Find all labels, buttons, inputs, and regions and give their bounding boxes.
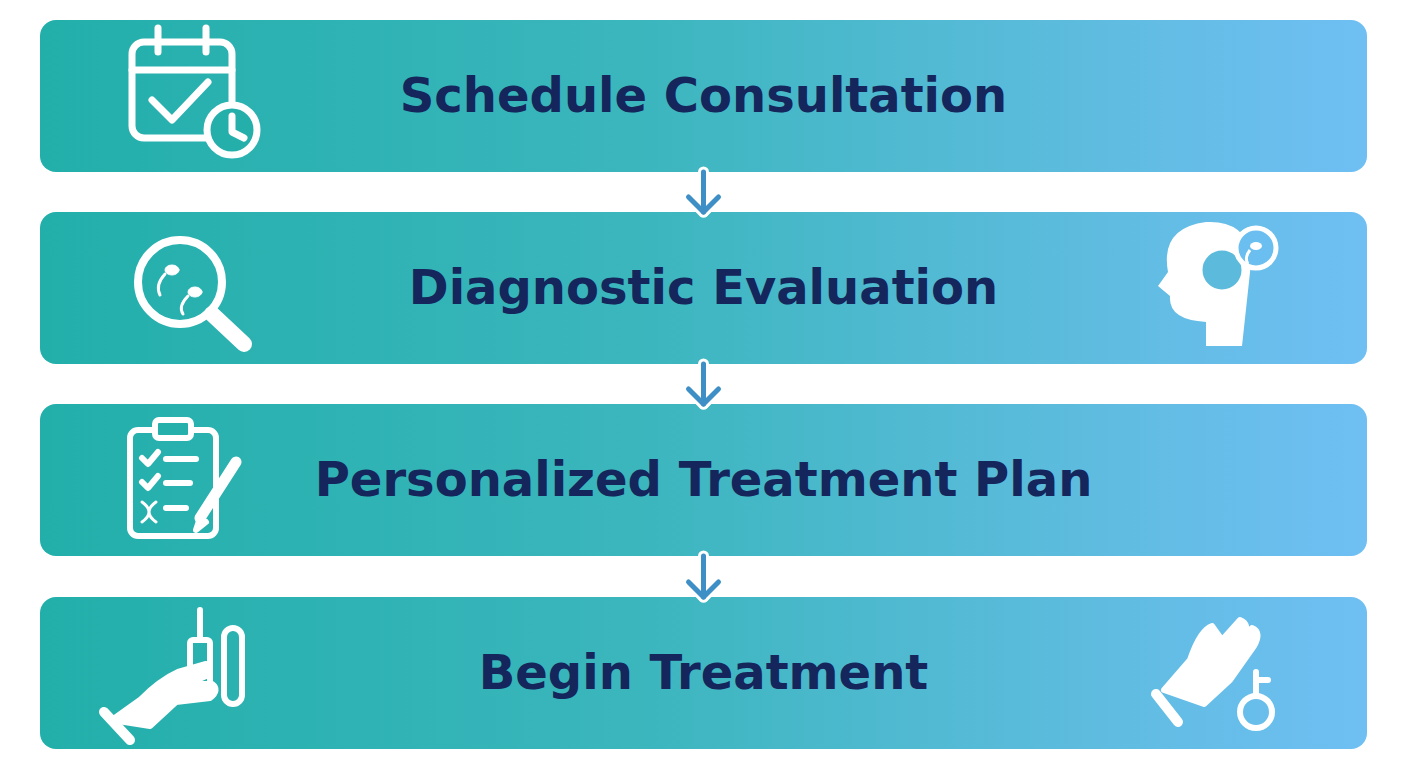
step-band: Begin Treatment (40, 597, 1367, 749)
syringe-hand-icon (104, 610, 242, 740)
step-label: Diagnostic Evaluation (149, 260, 1258, 315)
arrow-stroke (701, 364, 706, 404)
head-icon (1158, 222, 1276, 346)
step-label: Schedule Consultation (140, 68, 1267, 123)
step-band: Schedule Consultation (40, 20, 1367, 172)
magnifier-icon (138, 240, 244, 344)
flow-arrow (689, 364, 719, 404)
calendar-icon (132, 28, 257, 155)
arrow-stroke (701, 172, 706, 212)
arrow-stroke (689, 197, 719, 212)
step-label: Personalized Treatment Plan (55, 452, 1353, 507)
arrow-stroke (689, 582, 719, 597)
key-hand-icon (1156, 620, 1272, 728)
arrow-stroke (701, 556, 706, 597)
flow-arrow (689, 172, 719, 212)
clipboard-icon (130, 420, 236, 536)
step-band: Personalized Treatment Plan (40, 404, 1367, 556)
flow-arrow (689, 556, 719, 597)
step-band: Diagnostic Evaluation (40, 212, 1367, 364)
arrow-stroke (689, 389, 719, 404)
step-label: Begin Treatment (219, 645, 1189, 700)
